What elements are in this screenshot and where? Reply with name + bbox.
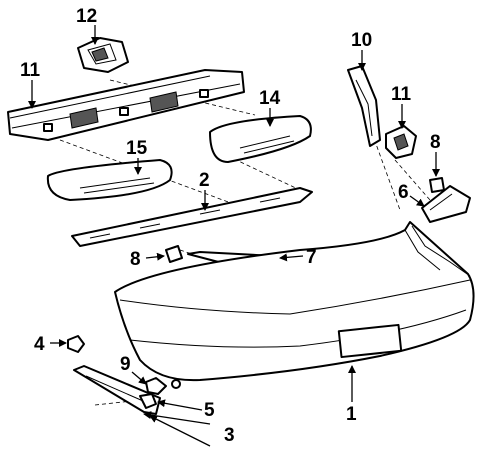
part-2-retainer — [71, 187, 313, 247]
callout-8-left: 8 — [130, 249, 141, 270]
callout-5: 5 — [204, 400, 215, 421]
callout-1: 1 — [346, 404, 357, 425]
callout-10: 10 — [351, 30, 372, 51]
callout-11: 11 — [391, 84, 412, 105]
callout-9: 9 — [120, 354, 131, 375]
part-15-bumper-pad — [46, 159, 173, 201]
callout-2: 2 — [199, 170, 210, 191]
callout-6: 6 — [398, 182, 409, 203]
callout-13: 12 — [76, 6, 97, 27]
leader-lines — [28, 25, 440, 447]
callout-12: 11 — [20, 60, 41, 81]
callout-labels: 12 11 14 15 2 10 11 8 6 7 8 4 1 9 5 3 — [20, 6, 441, 446]
part-8-clip-right — [429, 177, 445, 193]
part-9-fastener — [145, 377, 181, 395]
part-14-bumper-pad — [209, 115, 312, 163]
callout-15: 15 — [126, 138, 148, 159]
part-11-bracket — [385, 125, 417, 159]
part-6-corner-molding — [421, 185, 471, 223]
part-1-bumper-cover — [114, 221, 475, 382]
callout-3: 3 — [224, 425, 235, 446]
part-4-fastener — [67, 335, 85, 353]
part-8-clip-left — [165, 245, 183, 263]
callout-4: 4 — [34, 334, 45, 355]
callout-8-right: 8 — [430, 132, 441, 153]
part-12-reinforcement-bar — [7, 69, 245, 141]
part-5-fastener — [139, 393, 157, 409]
callout-7: 7 — [306, 247, 317, 268]
callout-14: 14 — [259, 88, 281, 109]
part-10-side-bracket — [347, 65, 381, 147]
part-13-bracket — [77, 37, 129, 73]
